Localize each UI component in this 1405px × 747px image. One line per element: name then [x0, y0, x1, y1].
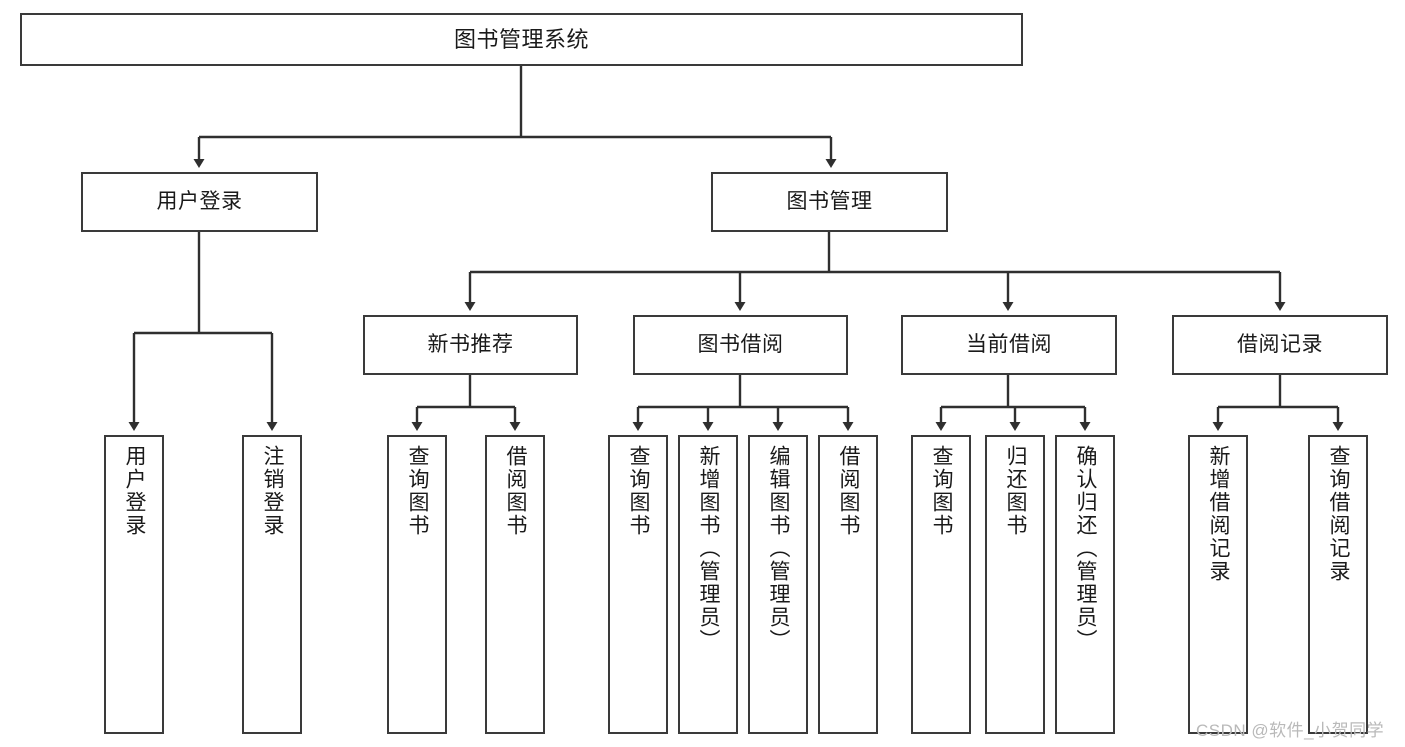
leaf-edit-book-label: 编辑图书（管理员） [767, 445, 791, 652]
leaf-borrow-book[interactable]: 借阅图书 [818, 435, 878, 734]
node-new-book-recommend-label: 新书推荐 [427, 332, 514, 356]
leaf-add-record-label: 新增借阅记录 [1207, 445, 1231, 583]
node-root[interactable]: 图书管理系统 [20, 13, 1023, 66]
leaf-add-book[interactable]: 新增图书（管理员） [678, 435, 738, 734]
leaf-user-logout[interactable]: 注销登录 [242, 435, 302, 734]
leaf-query-record[interactable]: 查询借阅记录 [1308, 435, 1368, 734]
leaf-borrow-book-label: 借阅图书 [837, 445, 861, 537]
node-new-book-recommend[interactable]: 新书推荐 [363, 315, 578, 375]
leaf-add-book-label: 新增图书（管理员） [697, 445, 721, 652]
leaf-query-book-label: 查询图书 [627, 445, 651, 537]
leaf-borrow-book-rec-label: 借阅图书 [504, 445, 528, 537]
leaf-query-book-rec-label: 查询图书 [406, 445, 430, 537]
node-user-login-label: 用户登录 [156, 189, 243, 213]
node-book-manage[interactable]: 图书管理 [711, 172, 948, 232]
leaf-edit-book[interactable]: 编辑图书（管理员） [748, 435, 808, 734]
leaf-return-book[interactable]: 归还图书 [985, 435, 1045, 734]
leaf-confirm-return-label: 确认归还（管理员） [1074, 445, 1098, 652]
node-book-manage-label: 图书管理 [786, 189, 873, 213]
leaf-query-book-cur-label: 查询图书 [930, 445, 954, 537]
leaf-query-record-label: 查询借阅记录 [1327, 445, 1351, 583]
leaf-borrow-book-rec[interactable]: 借阅图书 [485, 435, 545, 734]
node-current-borrow-label: 当前借阅 [966, 332, 1052, 356]
node-root-label: 图书管理系统 [453, 26, 589, 52]
leaf-confirm-return[interactable]: 确认归还（管理员） [1055, 435, 1115, 734]
node-book-borrow-label: 图书借阅 [697, 332, 784, 356]
leaf-add-record[interactable]: 新增借阅记录 [1188, 435, 1248, 734]
node-current-borrow[interactable]: 当前借阅 [901, 315, 1117, 375]
leaf-query-book[interactable]: 查询图书 [608, 435, 668, 734]
node-borrow-record[interactable]: 借阅记录 [1172, 315, 1388, 375]
leaf-query-book-cur[interactable]: 查询图书 [911, 435, 971, 734]
node-borrow-record-label: 借阅记录 [1237, 332, 1323, 356]
csdn-watermark: CSDN @软件_小贺同学 [1196, 721, 1385, 740]
leaf-return-book-label: 归还图书 [1004, 445, 1028, 537]
leaf-user-logout-label: 注销登录 [261, 445, 285, 537]
leaf-query-book-rec[interactable]: 查询图书 [387, 435, 447, 734]
leaf-user-login[interactable]: 用户登录 [104, 435, 164, 734]
node-user-login[interactable]: 用户登录 [81, 172, 318, 232]
node-book-borrow[interactable]: 图书借阅 [633, 315, 848, 375]
leaf-user-login-label: 用户登录 [123, 445, 147, 537]
